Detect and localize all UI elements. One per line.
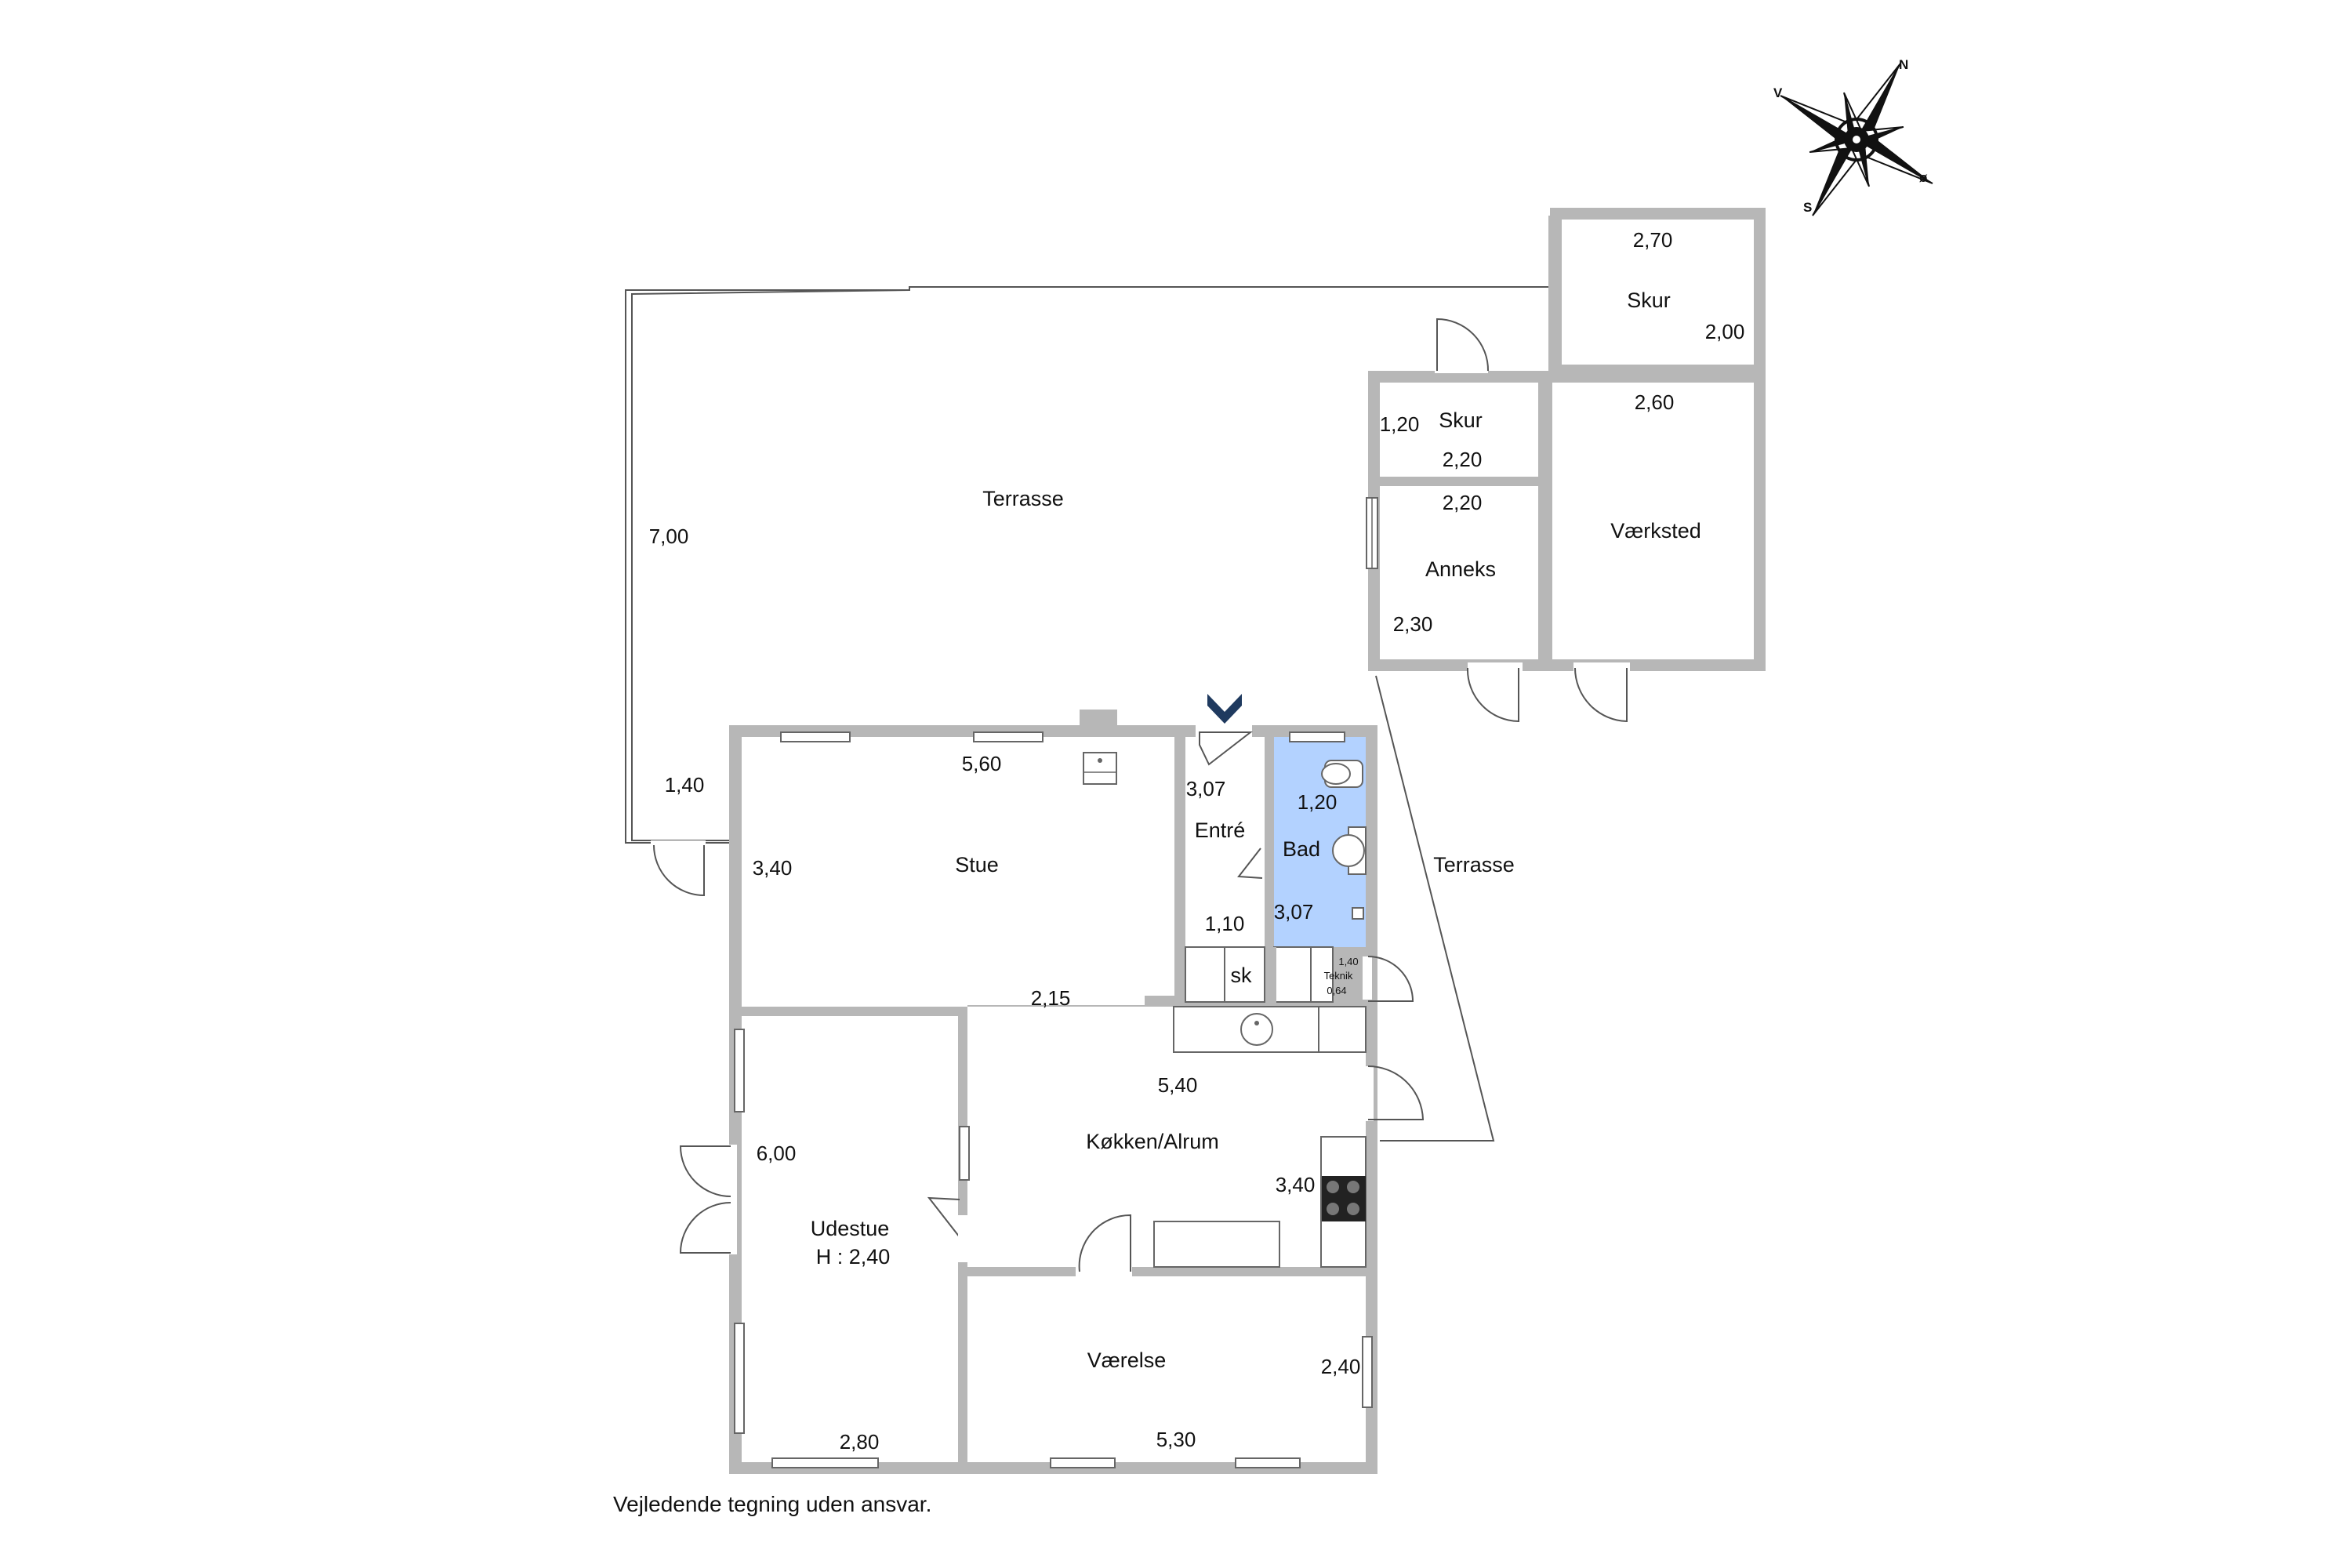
- dim-anneks-w: 2,20: [1443, 491, 1483, 514]
- sink-icon: [1332, 826, 1367, 875]
- dim-skur-small-w: 2,20: [1443, 448, 1483, 471]
- dim-bad-w: 1,20: [1298, 790, 1338, 814]
- dim-koekken-gap: 2,15: [1031, 986, 1071, 1010]
- skur-small-label: Skur: [1439, 408, 1483, 432]
- bad-label: Bad: [1283, 837, 1320, 861]
- dim-teknik-d: 0,64: [1327, 985, 1346, 996]
- teknik-room: [1270, 946, 1414, 1004]
- outbuilding: [1366, 208, 1766, 723]
- compass-s-label: S: [1803, 200, 1812, 215]
- windows: [734, 731, 1373, 1468]
- dim-terrasse-side: 1,40: [665, 773, 705, 797]
- dim-stue-w: 5,60: [962, 752, 1002, 775]
- dim-anneks-d: 2,30: [1393, 612, 1433, 636]
- skur-large-label: Skur: [1627, 289, 1671, 312]
- kitchen-counters: [1153, 1006, 1367, 1268]
- compass-o-label: ø: [1919, 170, 1928, 185]
- dim-koekken-w: 5,40: [1158, 1073, 1198, 1097]
- stue-label: Stue: [955, 853, 999, 877]
- dim-vaerksted-w: 2,60: [1635, 390, 1675, 414]
- dim-vaerelse-d: 2,40: [1321, 1355, 1361, 1378]
- dim-vaerelse-w: 5,30: [1156, 1428, 1196, 1451]
- vaerksted-label: Værksted: [1610, 519, 1701, 543]
- cooktop-icon: [1322, 1176, 1366, 1221]
- dim-bad-d: 3,07: [1274, 900, 1314, 924]
- toilet-icon: [1321, 760, 1363, 788]
- teknik-label: Teknik: [1324, 970, 1353, 982]
- terrace-east-outline: [1375, 675, 1495, 1142]
- udestue-height-label: H : 2,40: [816, 1245, 891, 1269]
- dim-teknik-w: 1,40: [1338, 956, 1358, 967]
- udestue-label: Udestue: [811, 1217, 890, 1240]
- dim-udestue-w: 2,80: [840, 1430, 880, 1454]
- disclaimer-text: Vejledende tegning uden ansvar.: [613, 1492, 931, 1516]
- closet: [1185, 946, 1265, 1003]
- dim-hall-w: 1,10: [1205, 912, 1245, 935]
- entrance-arrow-icon: [1207, 694, 1242, 724]
- stove-icon: [1083, 752, 1117, 785]
- kitchen-sink-icon: [1240, 1013, 1273, 1046]
- dim-udestue-d: 6,00: [757, 1142, 797, 1165]
- dim-terrasse-depth: 7,00: [649, 524, 689, 548]
- radiator-icon: [1352, 907, 1364, 920]
- dim-skur-small-d: 1,20: [1380, 412, 1420, 436]
- terrasse-east-label: Terrasse: [1433, 853, 1515, 877]
- anneks-label: Anneks: [1425, 557, 1496, 581]
- sk-label: sk: [1231, 964, 1253, 987]
- koekken-label: Køkken/Alrum: [1086, 1130, 1219, 1153]
- vaerelse-label: Værelse: [1087, 1348, 1167, 1372]
- compass-icon: [1780, 63, 1933, 216]
- compass-n-label: N: [1899, 57, 1908, 72]
- dim-skur-large-d: 2,00: [1705, 320, 1745, 343]
- compass-v-label: V: [1773, 85, 1783, 100]
- dim-entre-d: 3,07: [1186, 777, 1226, 800]
- dim-stue-d: 3,40: [753, 856, 793, 880]
- dim-skur-large-w: 2,70: [1633, 228, 1673, 252]
- entre-label: Entré: [1195, 818, 1246, 842]
- terrasse-north-label: Terrasse: [982, 487, 1064, 510]
- dim-koekken-d: 3,40: [1276, 1173, 1316, 1196]
